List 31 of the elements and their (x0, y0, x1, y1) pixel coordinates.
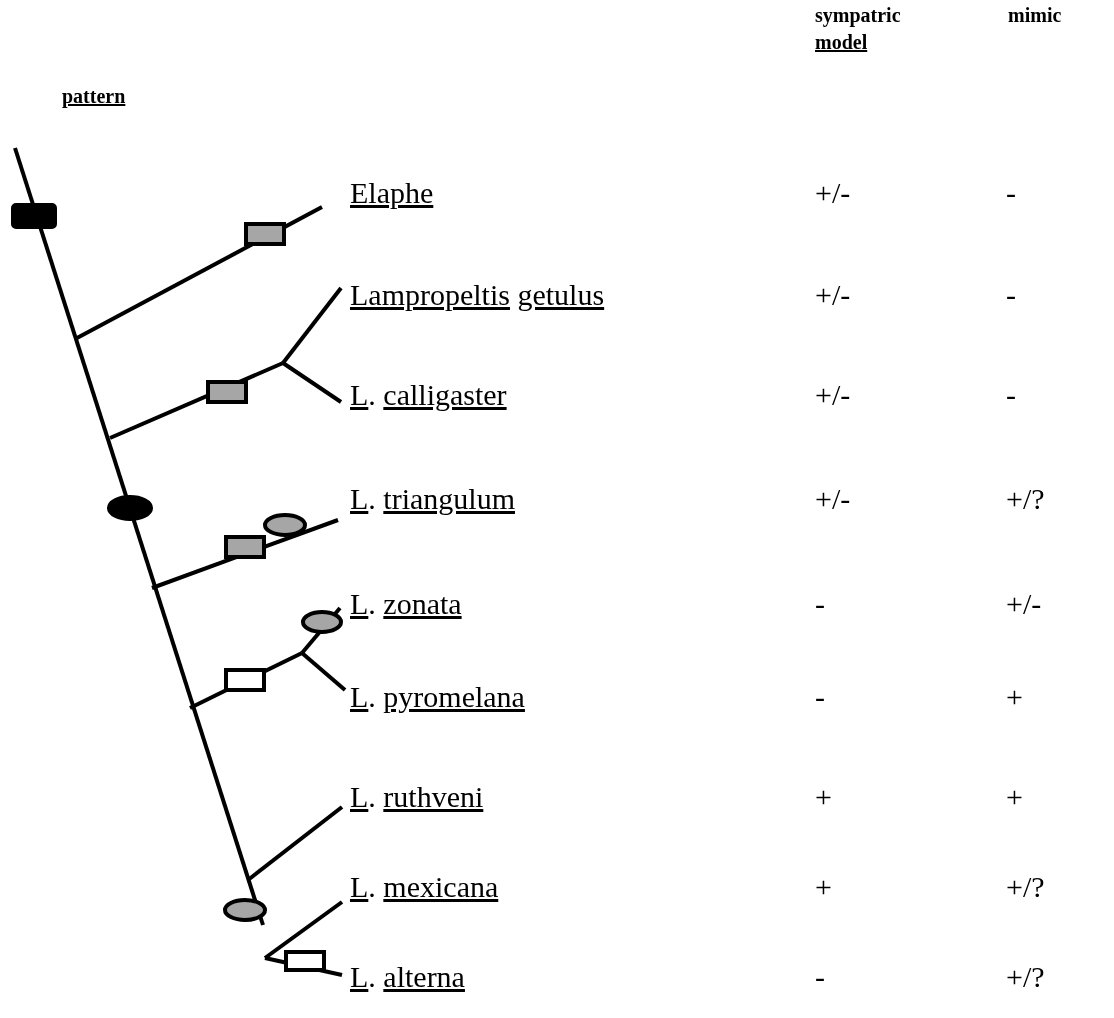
table-cell: +/- (815, 280, 851, 310)
taxon-name: L. mexicana (350, 872, 499, 902)
table-cell: +/? (1006, 484, 1045, 514)
taxon-name: L. alterna (350, 962, 465, 992)
taxon-name: L. ruthveni (350, 782, 484, 812)
column-header: sympatric (815, 5, 901, 25)
table-cell: + (815, 782, 832, 812)
axis-title: pattern (62, 86, 126, 106)
taxon-name: L. calligaster (350, 380, 507, 410)
column-header: model (815, 32, 868, 52)
taxon-name: L. pyromelana (350, 682, 525, 712)
table-cell: +/- (815, 380, 851, 410)
table-cell: - (1006, 380, 1016, 410)
table-cell: +/? (1006, 962, 1045, 992)
table-cell: +/- (815, 484, 851, 514)
taxon-name: Elaphe (350, 178, 434, 208)
table-cell: - (1006, 178, 1016, 208)
table-cell: +/- (815, 178, 851, 208)
taxon-name: L. triangulum (350, 484, 515, 514)
table-cell: - (1006, 280, 1016, 310)
table-cell: + (1006, 782, 1023, 812)
table-cell: - (815, 682, 825, 712)
table-cell: + (1006, 682, 1023, 712)
table-cell: - (815, 962, 825, 992)
table-cell: + (815, 872, 832, 902)
table-cell: +/? (1006, 872, 1045, 902)
taxon-name: Lampropeltis getulus (350, 280, 605, 310)
column-header: mimic (1008, 5, 1062, 25)
taxon-name: L. zonata (350, 589, 462, 619)
table-cell: +/- (1006, 589, 1042, 619)
table-cell: - (815, 589, 825, 619)
